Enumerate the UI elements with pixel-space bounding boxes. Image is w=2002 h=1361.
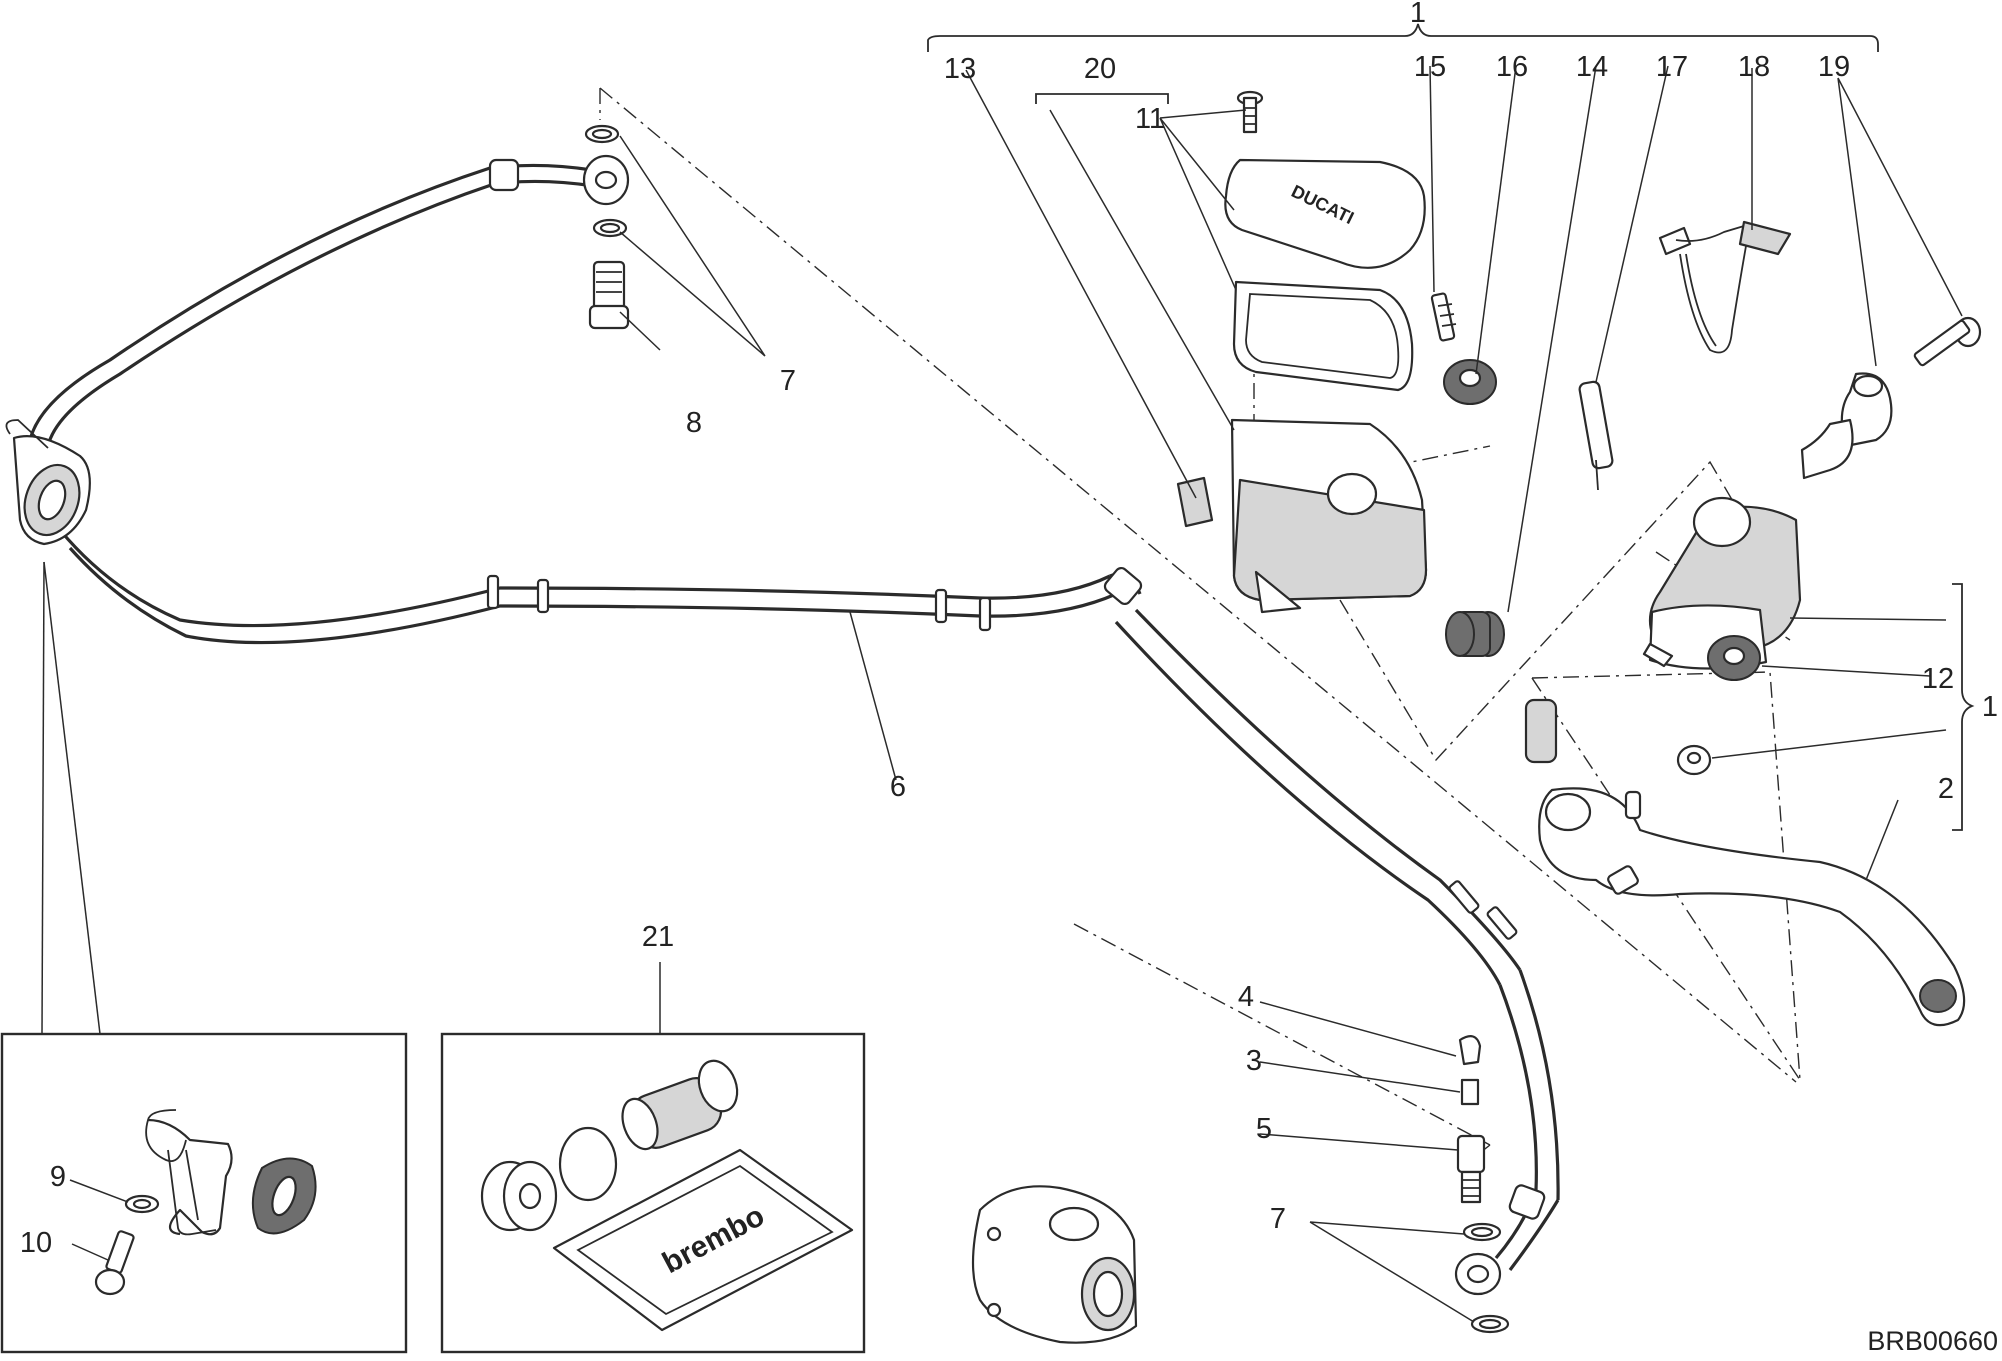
clutch-lever [1538,787,1966,1027]
callout-2: 2 [1938,773,1954,805]
callout-21: 21 [642,921,674,953]
callout-labels: 13 20 11 15 16 14 17 18 19 12 1 2 7 8 6 … [20,51,1998,1356]
callout-16: 16 [1496,51,1528,83]
lever-bushing [1524,698,1558,764]
leader-lines [41,65,1963,1323]
callout-4: 4 [1238,981,1254,1013]
lever-nut [1676,744,1712,776]
callout-8: 8 [686,407,702,439]
callout-12: 12 [1922,663,1954,695]
clutch-switch [1658,220,1792,354]
bracket-20 [1035,93,1169,104]
callout-13: 13 [944,53,976,85]
callout-7-bottom: 7 [1270,1203,1286,1235]
slave-cylinder [971,1185,1138,1344]
slave-fittings [1454,1035,1510,1334]
lever-pivot-pin [1578,380,1614,491]
callout-1-side: 1 [1982,691,1998,723]
callout-11: 11 [1135,103,1165,135]
callout-18: 18 [1738,51,1770,83]
assembly-bracket-side [1952,583,1975,831]
callout-17: 17 [1656,51,1688,83]
top-banjo-fitting [582,124,630,238]
callout-5: 5 [1256,1113,1272,1145]
drawing-code: BRB00660 [1867,1326,1998,1356]
reservoir-body [1230,418,1428,614]
reservoir-cap: DUCATI [1224,158,1426,269]
callout-20: 20 [1084,53,1116,85]
callout-14: 14 [1576,51,1608,83]
alignment-lines [599,87,1801,1169]
callout-10: 10 [20,1227,52,1259]
banjo-bolt-top [588,260,630,330]
cap-screw [1236,90,1264,134]
reservoir-hose-fitting [1445,611,1505,657]
repair-kit: brembo [480,1059,854,1332]
master-cylinder [1642,496,1802,681]
assembly-bracket-top [927,23,1879,52]
callout-15: 15 [1414,51,1446,83]
callout-9: 9 [50,1161,66,1193]
callout-6: 6 [890,771,906,803]
clamp-bolt [1913,316,1982,367]
reservoir-plug [1176,476,1214,528]
reservoir-screw [1430,292,1457,342]
hose-clamp-left [5,419,91,546]
callout-19: 19 [1818,51,1850,83]
callout-7-top: 7 [780,365,796,397]
grommet [1443,359,1497,405]
handlebar-clamp [1800,372,1893,480]
reservoir-gasket [1232,280,1414,392]
callout-3: 3 [1246,1045,1262,1077]
callout-1-top: 1 [1410,0,1426,29]
clutch-hose [28,158,1560,1271]
inset-clamp [94,1109,317,1296]
